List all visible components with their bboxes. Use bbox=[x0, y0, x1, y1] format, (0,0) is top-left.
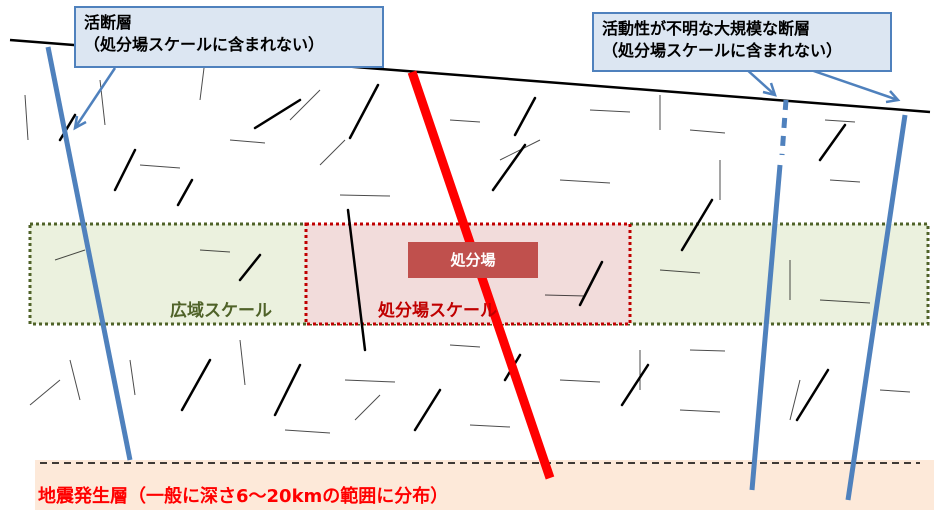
active-fault-line bbox=[45, 46, 133, 461]
unknown-fault-callout: 活動性が不明な大規模な断層 （処分場スケールに含まれない） bbox=[592, 12, 892, 72]
unknown-fault-note: （処分場スケールに含まれない） bbox=[602, 41, 843, 60]
fracture-marks bbox=[58, 83, 847, 432]
unknown-fault-title: 活動性が不明な大規模な断層 bbox=[602, 19, 811, 38]
callout-arrows bbox=[73, 66, 901, 131]
unknown-fault-dashed-top bbox=[779, 99, 789, 156]
regional-scale-label: 広域スケール bbox=[170, 301, 272, 321]
unknown-fault-line-1 bbox=[749, 164, 783, 491]
active-fault-note: （処分場スケールに含まれない） bbox=[84, 35, 325, 54]
small-fractures bbox=[24, 59, 911, 434]
disposal-site-box: 処分場 bbox=[408, 242, 538, 278]
unknown-fault-line-2 bbox=[845, 114, 908, 501]
disposal-site-label: 処分場 bbox=[450, 251, 496, 269]
active-fault-title: 活断層 bbox=[84, 13, 133, 32]
active-fault-callout: 活断層 （処分場スケールに含まれない） bbox=[74, 6, 384, 68]
seismogenic-layer-label: 地震発生層（一般に深さ6～20kmの範囲に分布） bbox=[38, 486, 449, 507]
disposal-scale-label: 処分場スケール bbox=[378, 301, 497, 321]
seismogenic-layer-band bbox=[35, 460, 934, 510]
